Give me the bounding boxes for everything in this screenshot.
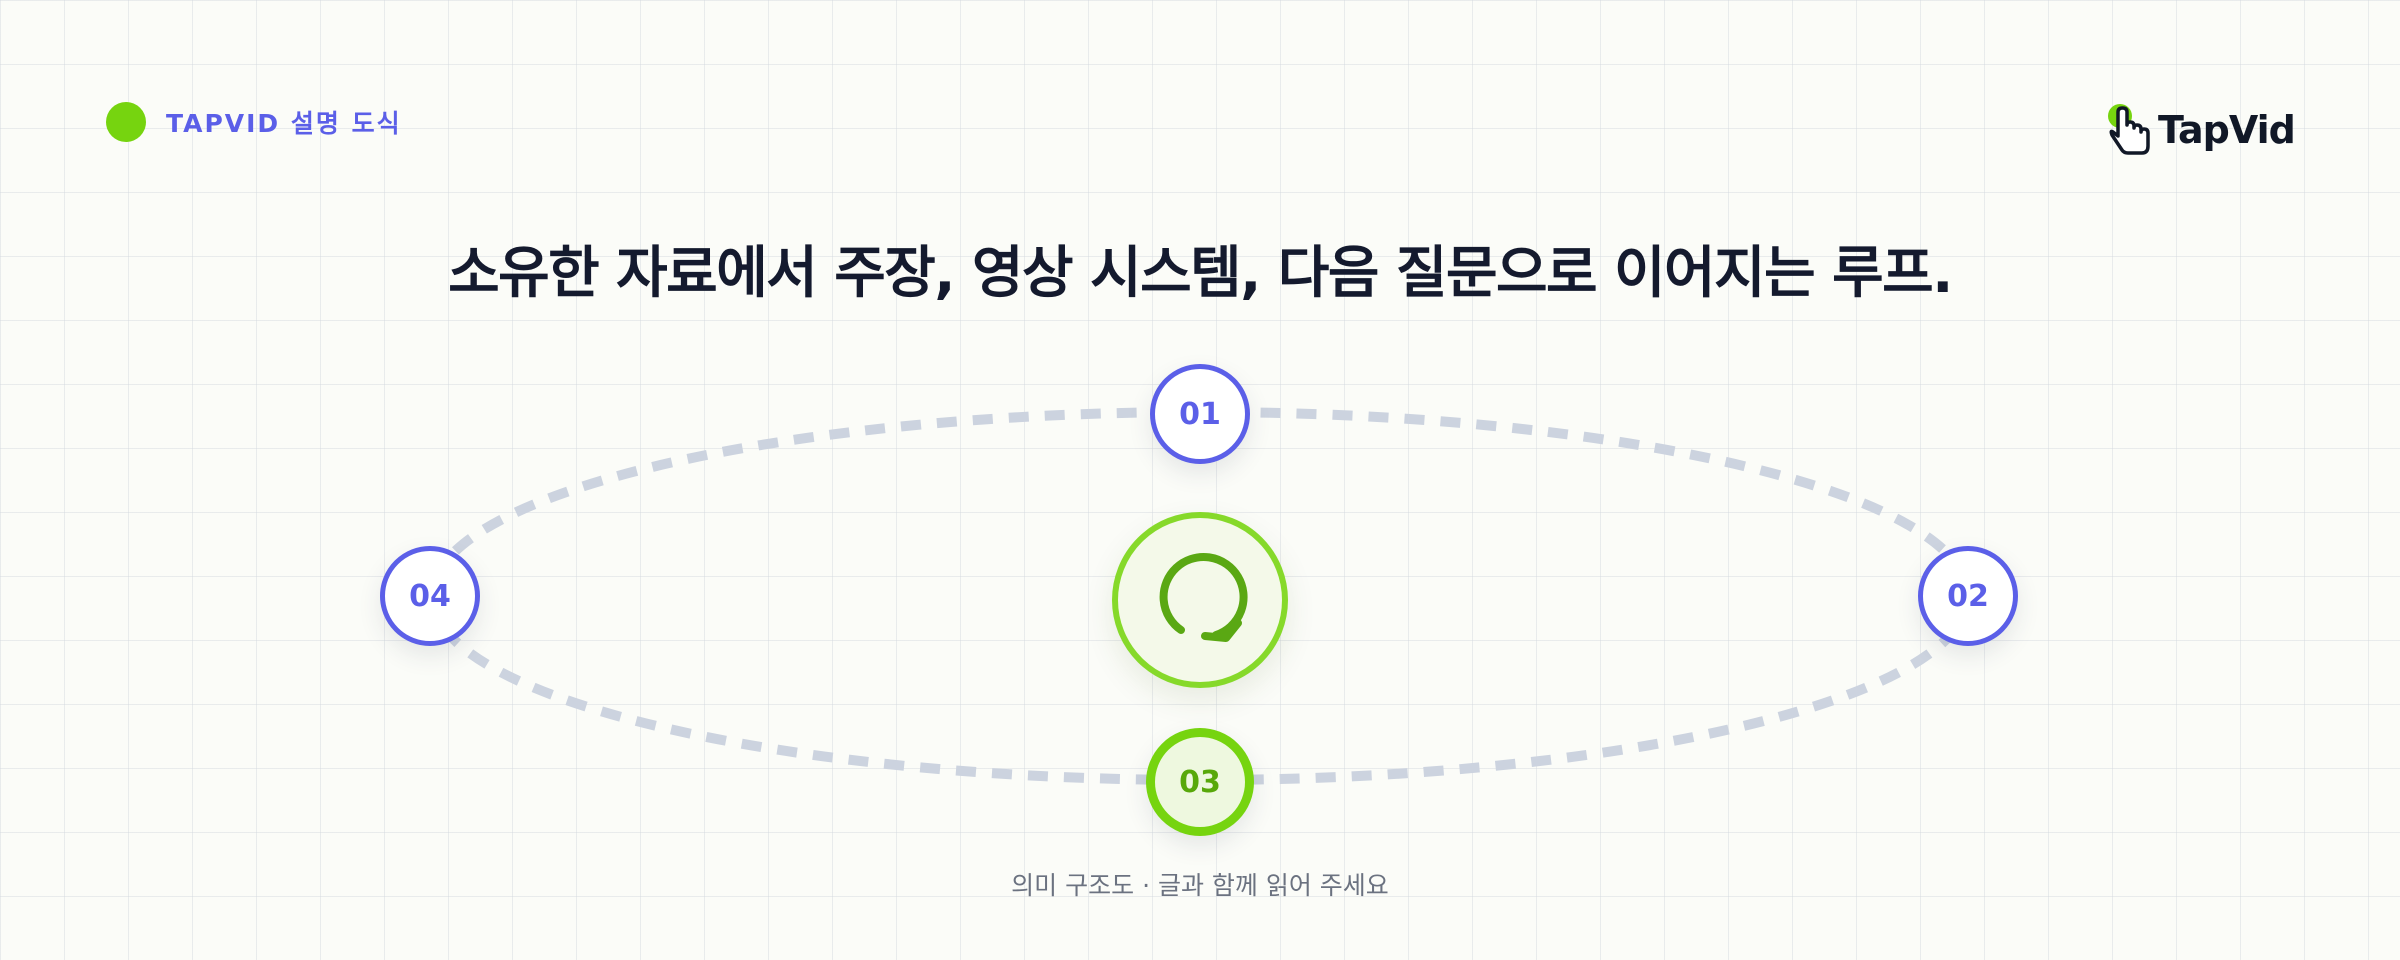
kicker-label: TAPVID 설명 도식 xyxy=(166,109,402,138)
loop-node-04: 04 xyxy=(380,546,480,646)
pointer-hand-icon xyxy=(2104,100,2156,160)
brand-name: TapVid xyxy=(2158,108,2296,152)
diagram-caption: 의미 구조도 · 글과 함께 읽어 주세요 xyxy=(1011,871,1389,900)
kicker: TAPVID 설명 도식 xyxy=(106,102,402,142)
loop-node-label: 02 xyxy=(1947,578,1989,614)
page-title: 소유한 자료에서 주장, 영상 시스템, 다음 질문으로 이어지는 루프. xyxy=(448,241,1953,306)
brand-logo: TapVid xyxy=(2104,100,2304,160)
kicker-dot xyxy=(106,102,146,142)
loop-node-03: 03 xyxy=(1146,728,1254,836)
loop-node-01: 01 xyxy=(1150,364,1250,464)
loop-node-label: 01 xyxy=(1179,396,1221,432)
loop-node-02: 02 xyxy=(1918,546,2018,646)
loop-refresh-icon xyxy=(1112,512,1288,688)
loop-node-label: 03 xyxy=(1179,764,1221,800)
loop-node-label: 04 xyxy=(409,578,451,614)
